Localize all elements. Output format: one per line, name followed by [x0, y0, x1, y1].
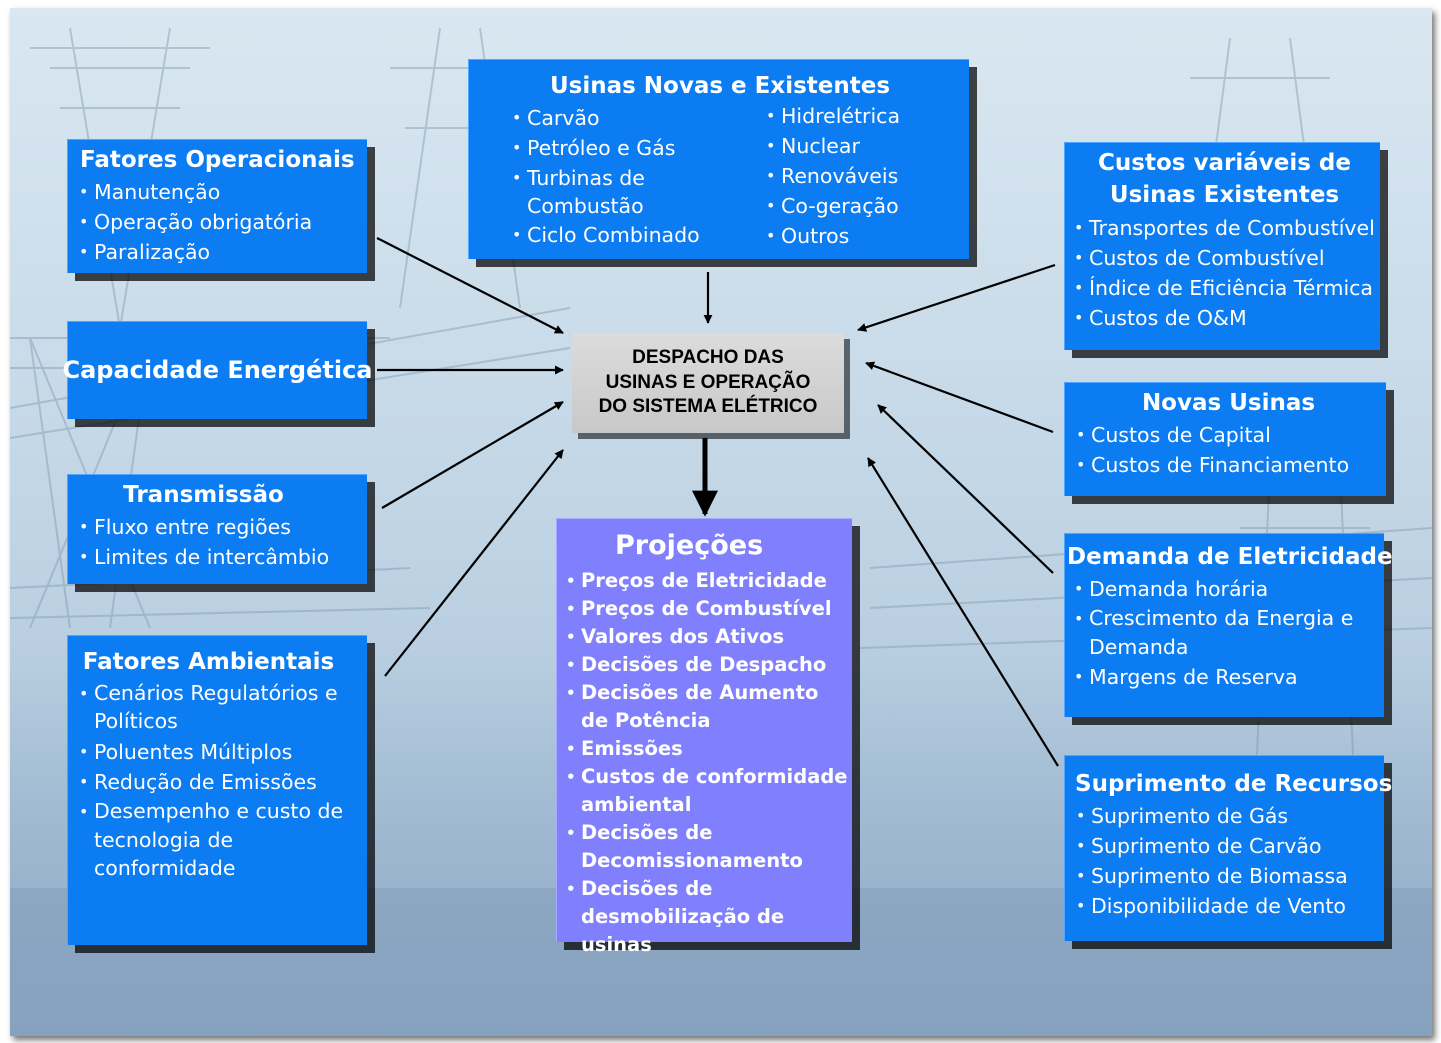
capacidade-title: Capacidade Energética	[62, 356, 373, 384]
custos-variaveis-title-line2: Usinas Existentes	[1109, 182, 1340, 208]
list-item: •Poluentes Múltiplos	[79, 740, 293, 764]
list-item: •Operação obrigatória	[79, 210, 313, 234]
box-novas-usinas: Novas Usinas •Custos de Capital •Custos …	[1064, 382, 1386, 496]
list-item: •Disponibilidade de Vento	[1076, 894, 1346, 918]
box-custos-variaveis: Custos variáveis de Usinas Existentes •T…	[1064, 142, 1380, 350]
list-item: •Demanda horária	[1074, 577, 1269, 601]
custos-variaveis-title-line1: Custos variáveis de	[1098, 150, 1351, 176]
fatores-operacionais-list: •Manutenção •Operação obrigatória •Paral…	[78, 177, 359, 267]
list-item: •Nuclear	[766, 134, 860, 158]
list-item: •Carvão	[512, 106, 600, 130]
list-item: •Margens de Reserva	[1074, 665, 1298, 689]
box-transmissao: Transmissão •Fluxo entre regiões •Limite…	[67, 474, 367, 584]
list-item: •Ciclo Combinado	[512, 223, 700, 247]
list-item: •Desempenho e custo de tecnologia de con…	[79, 799, 344, 880]
transmissao-title: Transmissão	[123, 482, 284, 508]
list-item: •Custos de O&M	[1074, 306, 1247, 330]
list-item: •Transportes de Combustível	[1074, 216, 1375, 240]
transmissao-list: •Fluxo entre regiões •Limites de intercâ…	[78, 512, 359, 572]
list-item: •Decisões de desmobilização de usinas	[566, 877, 785, 956]
list-item: •Suprimento de Carvão	[1076, 834, 1322, 858]
usinas-left-list: •Carvão •Petróleo e Gás •Turbinas de Com…	[479, 103, 707, 251]
suprimento-list: •Suprimento de Gás •Suprimento de Carvão…	[1073, 801, 1380, 921]
list-item: •Turbinas de Combustão	[512, 166, 645, 218]
custos-variaveis-list: •Transportes de Combustível •Custos de C…	[1073, 213, 1376, 333]
list-item: •Suprimento de Gás	[1076, 804, 1289, 828]
list-item: •Hidrelétrica	[766, 104, 901, 128]
box-usinas-novas-existentes: Usinas Novas e Existentes •Carvão •Petró…	[468, 59, 969, 259]
box-capacidade-energetica: Capacidade Energética	[63, 321, 373, 419]
center-line-1: DESPACHO DAS	[632, 347, 784, 369]
list-item: •Preços de Eletricidade	[566, 569, 827, 592]
usinas-title: Usinas Novas e Existentes	[549, 73, 891, 99]
box-fatores-ambientais: Fatores Ambientais •Cenários Regulatório…	[67, 635, 367, 945]
list-item: •Custos de Financiamento	[1076, 453, 1350, 477]
list-item: •Cenários Regulatórios e Políticos	[79, 681, 338, 733]
custos-variaveis-title: Custos variáveis de Usinas Existentes	[1073, 147, 1376, 211]
list-item: •Outros	[766, 224, 850, 248]
center-line-3: DO SISTEMA ELÉTRICO	[598, 396, 818, 418]
demanda-list: •Demanda horária •Crescimento da Energia…	[1073, 574, 1380, 692]
fatores-operacionais-title: Fatores Operacionais	[80, 147, 355, 173]
demanda-title: Demanda de Eletricidade	[1067, 544, 1393, 570]
list-item: •Custos de Combustível	[1074, 246, 1325, 270]
center-line-2: USINAS E OPERAÇÃO	[605, 371, 811, 393]
list-item: •Preços de Combustível	[566, 597, 832, 620]
list-item: •Suprimento de Biomassa	[1076, 864, 1348, 888]
list-item: •Co-geração	[766, 194, 899, 218]
list-item: •Emissões	[566, 737, 683, 760]
list-item: •Custos de Capital	[1076, 423, 1271, 447]
novas-usinas-title: Novas Usinas	[1141, 390, 1316, 416]
list-item: •Decisões de Aumento de Potência	[566, 681, 819, 732]
novas-usinas-list: •Custos de Capital •Custos de Financiame…	[1075, 420, 1382, 480]
list-item: •Fluxo entre regiões	[79, 515, 291, 539]
box-fatores-operacionais: Fatores Operacionais •Manutenção •Operaç…	[67, 139, 367, 273]
list-item: •Paralização	[79, 240, 211, 264]
projecoes-list: •Preços de Eletricidade •Preços de Combu…	[565, 567, 848, 959]
box-suprimento-recursos: Suprimento de Recursos •Suprimento de Gá…	[1064, 755, 1393, 941]
usinas-right-list: •Hidrelétrica •Nuclear •Renováveis •Co-g…	[707, 101, 961, 251]
box-demanda-eletricidade: Demanda de Eletricidade •Demanda horária…	[1064, 533, 1393, 717]
list-item: •Limites de intercâmbio	[79, 545, 330, 569]
central-despacho-box: DESPACHO DAS USINAS E OPERAÇÃO DO SISTEM…	[572, 333, 844, 433]
fatores-ambientais-list: •Cenários Regulatórios e Políticos •Polu…	[78, 679, 359, 883]
fatores-ambientais-title: Fatores Ambientais	[82, 649, 335, 675]
list-item: •Crescimento da Energia e Demanda	[1074, 606, 1354, 659]
list-item: •Valores dos Ativos	[566, 625, 785, 648]
projecoes-title: Projeções	[615, 530, 764, 561]
list-item: •Renováveis	[766, 164, 899, 188]
list-item: •Manutenção	[79, 180, 221, 204]
suprimento-title: Suprimento de Recursos	[1075, 771, 1393, 797]
list-item: •Custos de conformidade ambiental	[566, 765, 848, 816]
list-item: •Índice de Eficiência Térmica	[1074, 276, 1373, 300]
box-projecoes: Projeções •Preços de Eletricidade •Preço…	[556, 518, 852, 956]
list-item: •Decisões de Decomissionamento	[566, 821, 803, 872]
list-item: •Redução de Emissões	[79, 770, 317, 794]
list-item: •Petróleo e Gás	[512, 136, 676, 160]
list-item: •Decisões de Despacho	[566, 653, 827, 676]
